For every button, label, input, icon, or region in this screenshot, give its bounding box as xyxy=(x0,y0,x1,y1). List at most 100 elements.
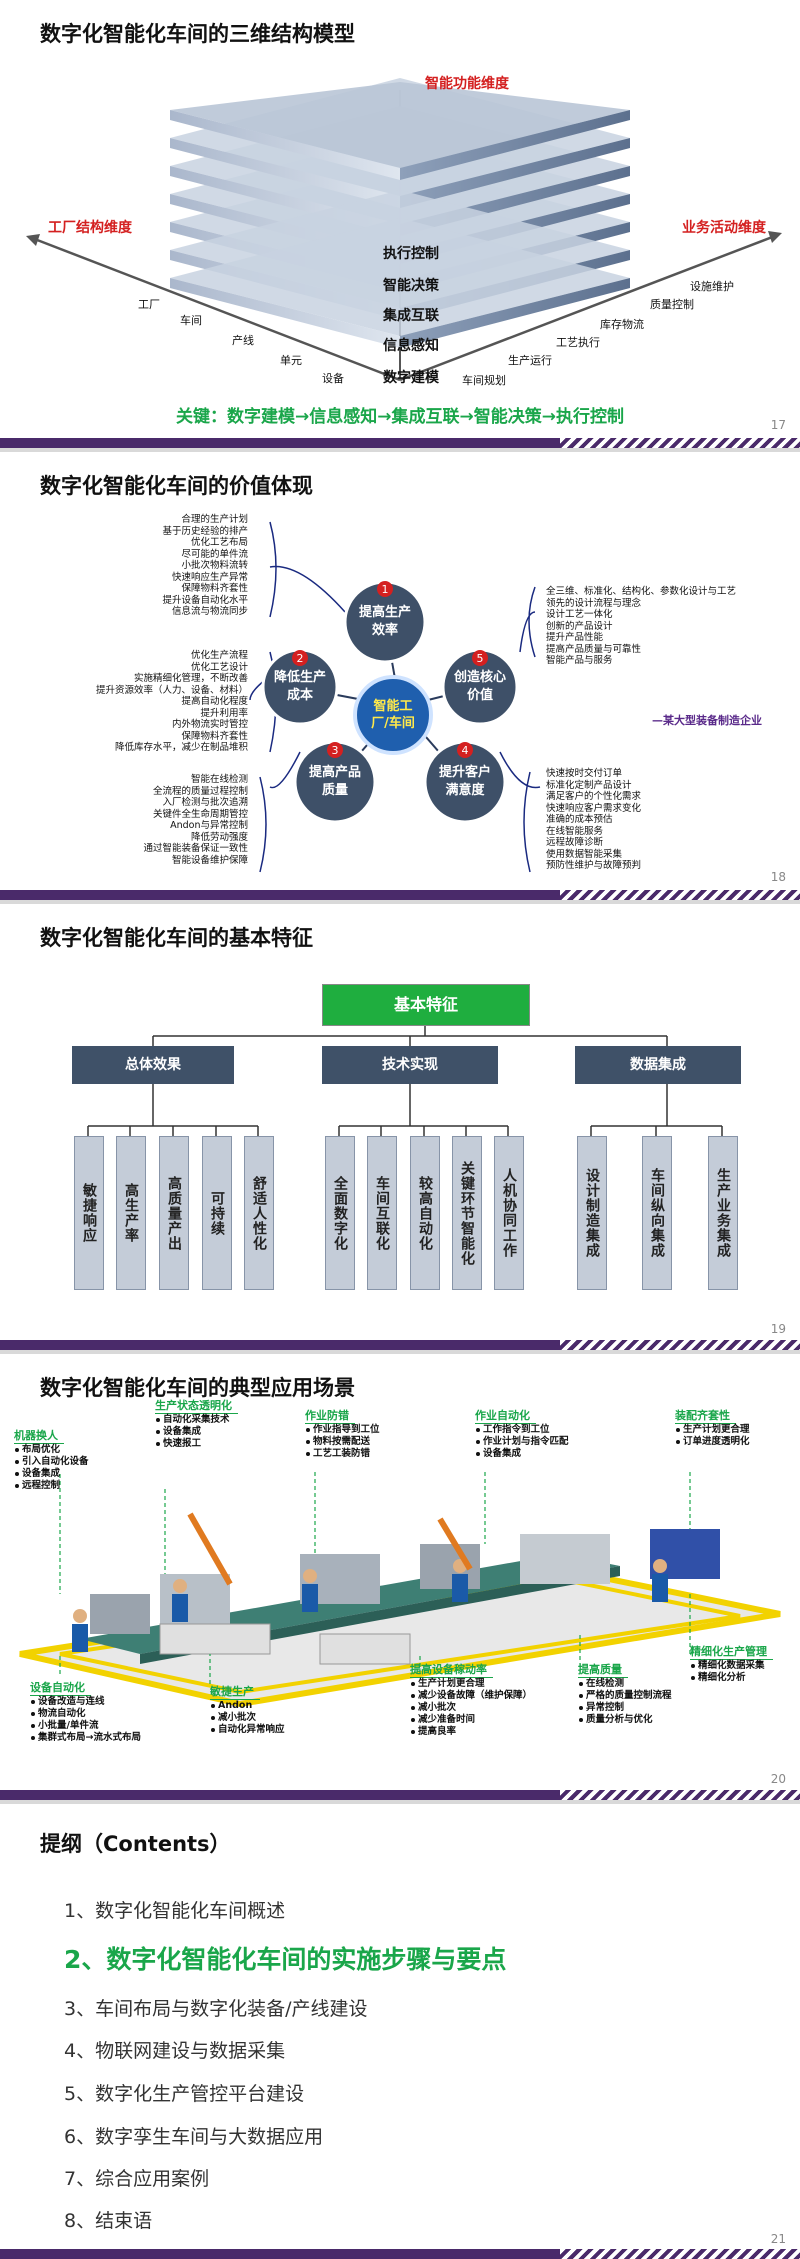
bullet-dot xyxy=(15,1448,19,1452)
feature-leaf: 生产业务集成 xyxy=(708,1136,738,1290)
value-diagram: 1 2 3 4 5 xyxy=(249,521,541,873)
feature-leaf: 可持续 xyxy=(202,1136,232,1290)
value-list-item: 提升资源效率（人力、设备、材料） xyxy=(95,684,248,696)
slide-3d-model: 数字化智能化车间的三维结构模型 xyxy=(0,0,800,448)
value-list-item: 满足客户的个性化需求 xyxy=(546,791,642,802)
callout-item: 作业指导到工位 xyxy=(305,1424,380,1436)
value-list-item: 降低劳动强度 xyxy=(190,831,248,843)
right-tick: 工艺执行 xyxy=(556,335,600,349)
callout-item: 物料按需配送 xyxy=(305,1436,380,1448)
callout-item: 异常控制 xyxy=(578,1702,672,1714)
bullet-dot xyxy=(676,1428,680,1432)
bullet-dot xyxy=(15,1472,19,1476)
bullet-dot xyxy=(15,1460,19,1464)
value-list-item: Andon与异常控制 xyxy=(170,820,248,831)
value-list-item: 在线智能服务 xyxy=(546,825,604,837)
bullet-dot xyxy=(211,1704,215,1708)
bullet-dot xyxy=(31,1736,35,1740)
bullet-dot xyxy=(691,1676,695,1680)
callout-title: 提高设备稼动率 xyxy=(410,1663,493,1678)
value-list-item: 关键件全生命周期管控 xyxy=(152,808,248,820)
contents-item[interactable]: 4、物联网建设与数据采集 xyxy=(64,2040,286,2062)
slide-scenarios: 数字化智能化车间的典型应用场景 xyxy=(0,1354,800,1800)
value-list-item: 智能产品与服务 xyxy=(546,655,613,666)
callout-item: 设备集成 xyxy=(155,1426,238,1438)
node-label: 提高产品质量 xyxy=(308,765,361,798)
center-label: 智能工厂/车间 xyxy=(371,699,415,731)
value-list-2: 优化生产流程优化工艺设计实施精细化管理，不断改善提升资源效率（人力、设备、材料）… xyxy=(40,650,248,754)
feature-leaf: 舒适人性化 xyxy=(244,1136,274,1290)
slide-title: 数字化智能化车间的三维结构模型 xyxy=(40,22,355,46)
slide-title: 数字化智能化车间的典型应用场景 xyxy=(40,1376,355,1400)
value-list-item: 全流程的质量过程控制 xyxy=(152,785,248,797)
badge-number: 4 xyxy=(462,744,469,757)
callout-item: 生产计划更合理 xyxy=(675,1424,750,1436)
value-list-item: 提高自动化程度 xyxy=(181,696,248,707)
right-tick: 车间规划 xyxy=(462,373,506,387)
scenario-callout: 生产状态透明化自动化采集技术设备集成快速报工 xyxy=(155,1394,238,1450)
scenario-callout: 装配齐套性生产计划更合理订单进度透明化 xyxy=(675,1404,750,1448)
right-tick: 库存物流 xyxy=(600,317,644,331)
scenario-callout: 设备自动化设备改造与连线物流自动化小批量/单件流集群式布局→流水式布局 xyxy=(30,1676,141,1744)
slide-features: 数字化智能化车间的基本特征 xyxy=(0,904,800,1350)
scenario-callout: 作业防错作业指导到工位物料按需配送工艺工装防错 xyxy=(305,1404,380,1460)
left-tick: 产线 xyxy=(232,333,254,347)
callout-item: 提高良率 xyxy=(410,1726,532,1738)
value-list-item: 内外物流实时管控 xyxy=(171,719,248,730)
node-label: 提升客户满意度 xyxy=(438,765,491,798)
workshop-illustration xyxy=(19,1472,781,1708)
value-list-item: 全三维、标准化、结构化、参数化设计与工艺 xyxy=(546,586,737,597)
contents-item[interactable]: 3、车间布局与数字化装备/产线建设 xyxy=(64,1998,368,2020)
value-list-item: 领先的设计流程与理念 xyxy=(546,597,642,609)
contents-item[interactable]: 8、结束语 xyxy=(64,2210,153,2232)
callout-item: Andon xyxy=(210,1700,285,1712)
footer-stripe xyxy=(0,438,800,448)
value-list-item: 准确的成本预估 xyxy=(546,814,613,825)
bullet-dot xyxy=(411,1730,415,1734)
bullet-dot xyxy=(306,1428,310,1432)
value-list-item: 智能设备维护保障 xyxy=(171,854,248,866)
callout-item: 物流自动化 xyxy=(30,1708,141,1720)
value-list-item: 实施精细化管理，不断改善 xyxy=(133,673,248,684)
callout-item: 设备集成 xyxy=(475,1448,569,1460)
callout-item: 订单进度透明化 xyxy=(675,1436,750,1448)
value-list-item: 保障物料齐套性 xyxy=(181,583,248,594)
bullet-dot xyxy=(579,1706,583,1710)
callout-item: 精细化分析 xyxy=(690,1672,773,1684)
layer-stack xyxy=(170,78,630,348)
callout-item: 工艺工装防错 xyxy=(305,1448,380,1460)
scenario-callout: 提高设备稼动率生产计划更合理减少设备故障（维护保障）减小批次减少准备时间提高良率 xyxy=(410,1658,532,1738)
contents-item[interactable]: 6、数字孪生车间与大数据应用 xyxy=(64,2126,324,2148)
bullet-dot xyxy=(476,1428,480,1432)
slide-value: 数字化智能化车间的价值体现 1 2 3 4 xyxy=(0,452,800,900)
layer-label: 智能决策 xyxy=(382,277,440,294)
value-list-item: 预防性维护与故障预判 xyxy=(546,860,642,871)
callout-item: 减少设备故障（维护保障） xyxy=(410,1690,532,1702)
value-list-1: 合理的生产计划基于历史经验的排产优化工艺布局尽可能的单件流小批次物料流转快速响应… xyxy=(60,514,248,618)
page-number: 18 xyxy=(770,870,786,884)
contents-item-active[interactable]: 2、数字化智能化车间的实施步骤与要点 xyxy=(64,1945,507,1974)
bullet-dot xyxy=(476,1452,480,1456)
callout-title: 生产状态透明化 xyxy=(155,1399,238,1414)
root-box: 基本特征 xyxy=(322,984,530,1026)
bullet-dot xyxy=(15,1484,19,1488)
axis-right-label: 业务活动维度 xyxy=(682,219,767,236)
callout-title: 机器换人 xyxy=(14,1429,64,1444)
callout-title: 装配齐套性 xyxy=(675,1409,736,1424)
bullet-dot xyxy=(411,1706,415,1710)
contents-item[interactable]: 7、综合应用案例 xyxy=(64,2168,210,2190)
value-list-item: 保障物料齐套性 xyxy=(181,730,248,742)
badge-number: 3 xyxy=(332,744,339,757)
contents-item[interactable]: 5、数字化生产管控平台建设 xyxy=(64,2083,305,2105)
bullet-dot xyxy=(411,1718,415,1722)
value-list-item: 创新的产品设计 xyxy=(546,620,613,632)
bullet-dot xyxy=(579,1694,583,1698)
footer-stripe xyxy=(0,2249,800,2259)
contents-item[interactable]: 1、数字化智能化车间概述 xyxy=(64,1900,286,1922)
node-label: 降低生产成本 xyxy=(274,670,327,703)
bullet-dot xyxy=(476,1440,480,1444)
right-tick: 生产运行 xyxy=(508,353,552,367)
callout-item: 工作指令到工位 xyxy=(475,1424,569,1436)
group-box: 数据集成 xyxy=(575,1046,741,1084)
